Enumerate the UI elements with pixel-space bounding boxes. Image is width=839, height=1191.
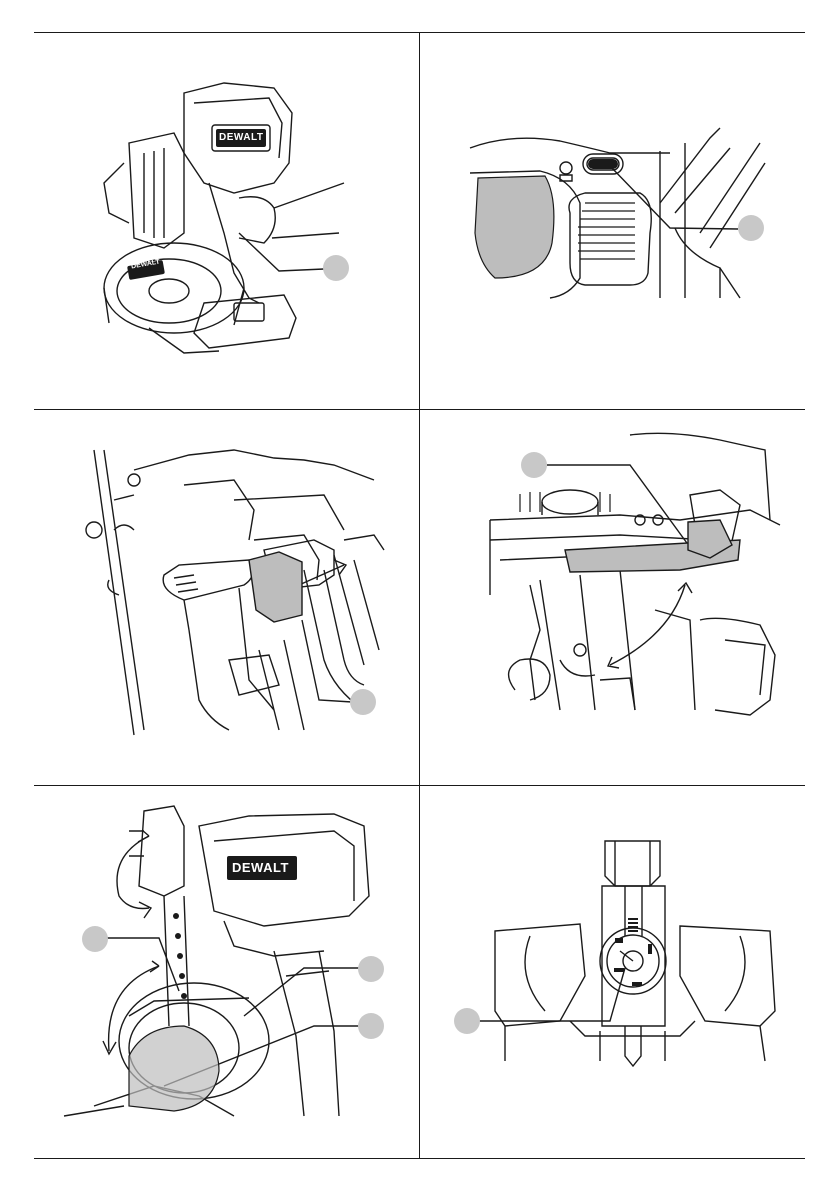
tool-overview-drawing xyxy=(34,33,419,409)
clip-detail-drawing xyxy=(34,410,419,785)
callout-marker xyxy=(358,1013,384,1039)
callout-marker xyxy=(82,926,108,952)
callout-marker xyxy=(323,255,349,281)
figure-panel-latch-detail xyxy=(420,410,805,785)
callout-marker xyxy=(350,689,376,715)
callout-marker xyxy=(358,956,384,982)
brand-logo-main: DEWALT xyxy=(219,132,263,143)
callout-marker xyxy=(454,1008,480,1034)
figure-panel-button-detail xyxy=(420,33,805,409)
callout-marker xyxy=(738,215,764,241)
callout-marker xyxy=(521,452,547,478)
figure-panel-clip-detail xyxy=(34,410,419,785)
figure-panel-dial-detail xyxy=(420,786,805,1158)
latch-detail-drawing xyxy=(420,410,805,785)
figure-panel-tool-overview: DEWALT DEWALT xyxy=(34,33,419,409)
dial-detail-drawing xyxy=(420,786,805,1158)
brand-logo-main: DEWALT xyxy=(232,860,289,875)
figure-panel-coil-loading: DEWALT xyxy=(34,786,419,1158)
